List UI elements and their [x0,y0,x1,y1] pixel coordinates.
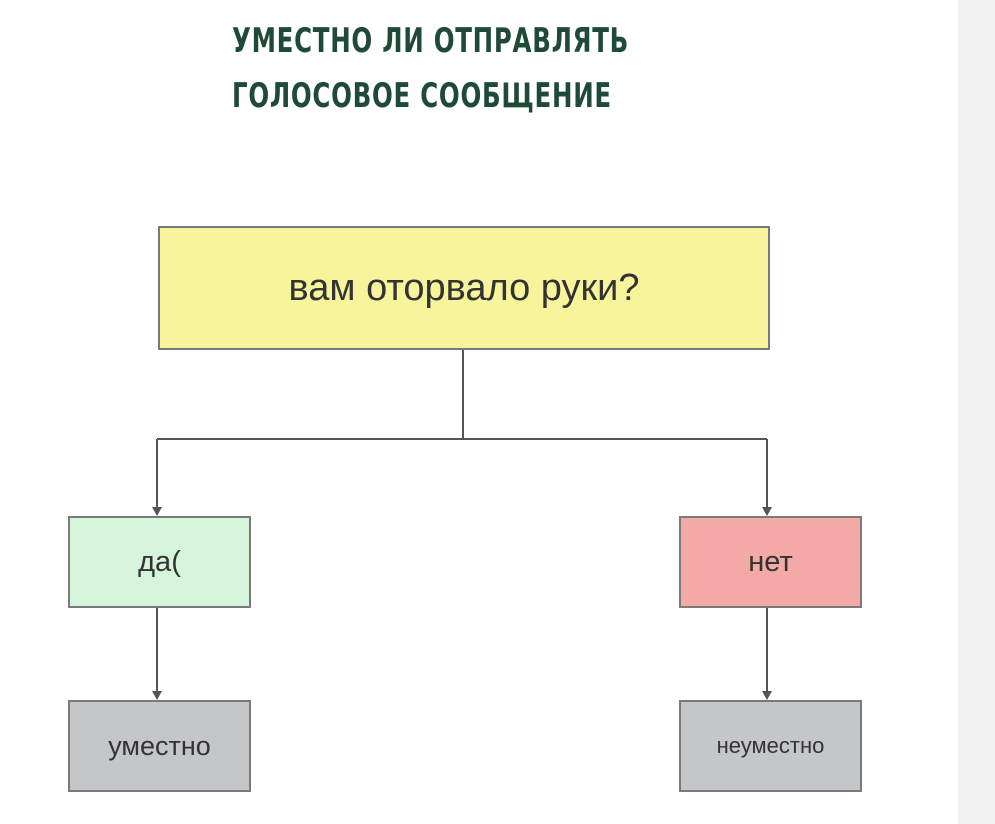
appropriate-result-label: уместно [108,730,211,761]
yes-box: да( [68,516,251,608]
diagram-title: УМЕСТНО ЛИ ОТПРАВЛЯТЬ ГОЛОСОВОЕ СООБЩЕНИ… [232,14,629,124]
inappropriate-result-box: неуместно [679,700,862,792]
inappropriate-result-label: неуместно [716,733,825,758]
question-text: вам оторвало руки? [288,266,640,309]
title-line-2: ГОЛОСОВОЕ СООБЩЕНИЕ [232,76,612,116]
page-edge-strip [958,0,995,824]
question-box: вам оторвало руки? [158,226,770,350]
arrowhead-to-no-result [762,691,772,700]
arrowhead-to-no [762,507,772,516]
no-label: нет [748,545,793,578]
arrowhead-to-yes [152,507,162,516]
no-box: нет [679,516,862,608]
arrowhead-to-yes-result [152,691,162,700]
appropriate-result-box: уместно [68,700,251,792]
yes-label: да( [138,545,181,578]
title-line-1: УМЕСТНО ЛИ ОТПРАВЛЯТЬ [232,21,629,61]
